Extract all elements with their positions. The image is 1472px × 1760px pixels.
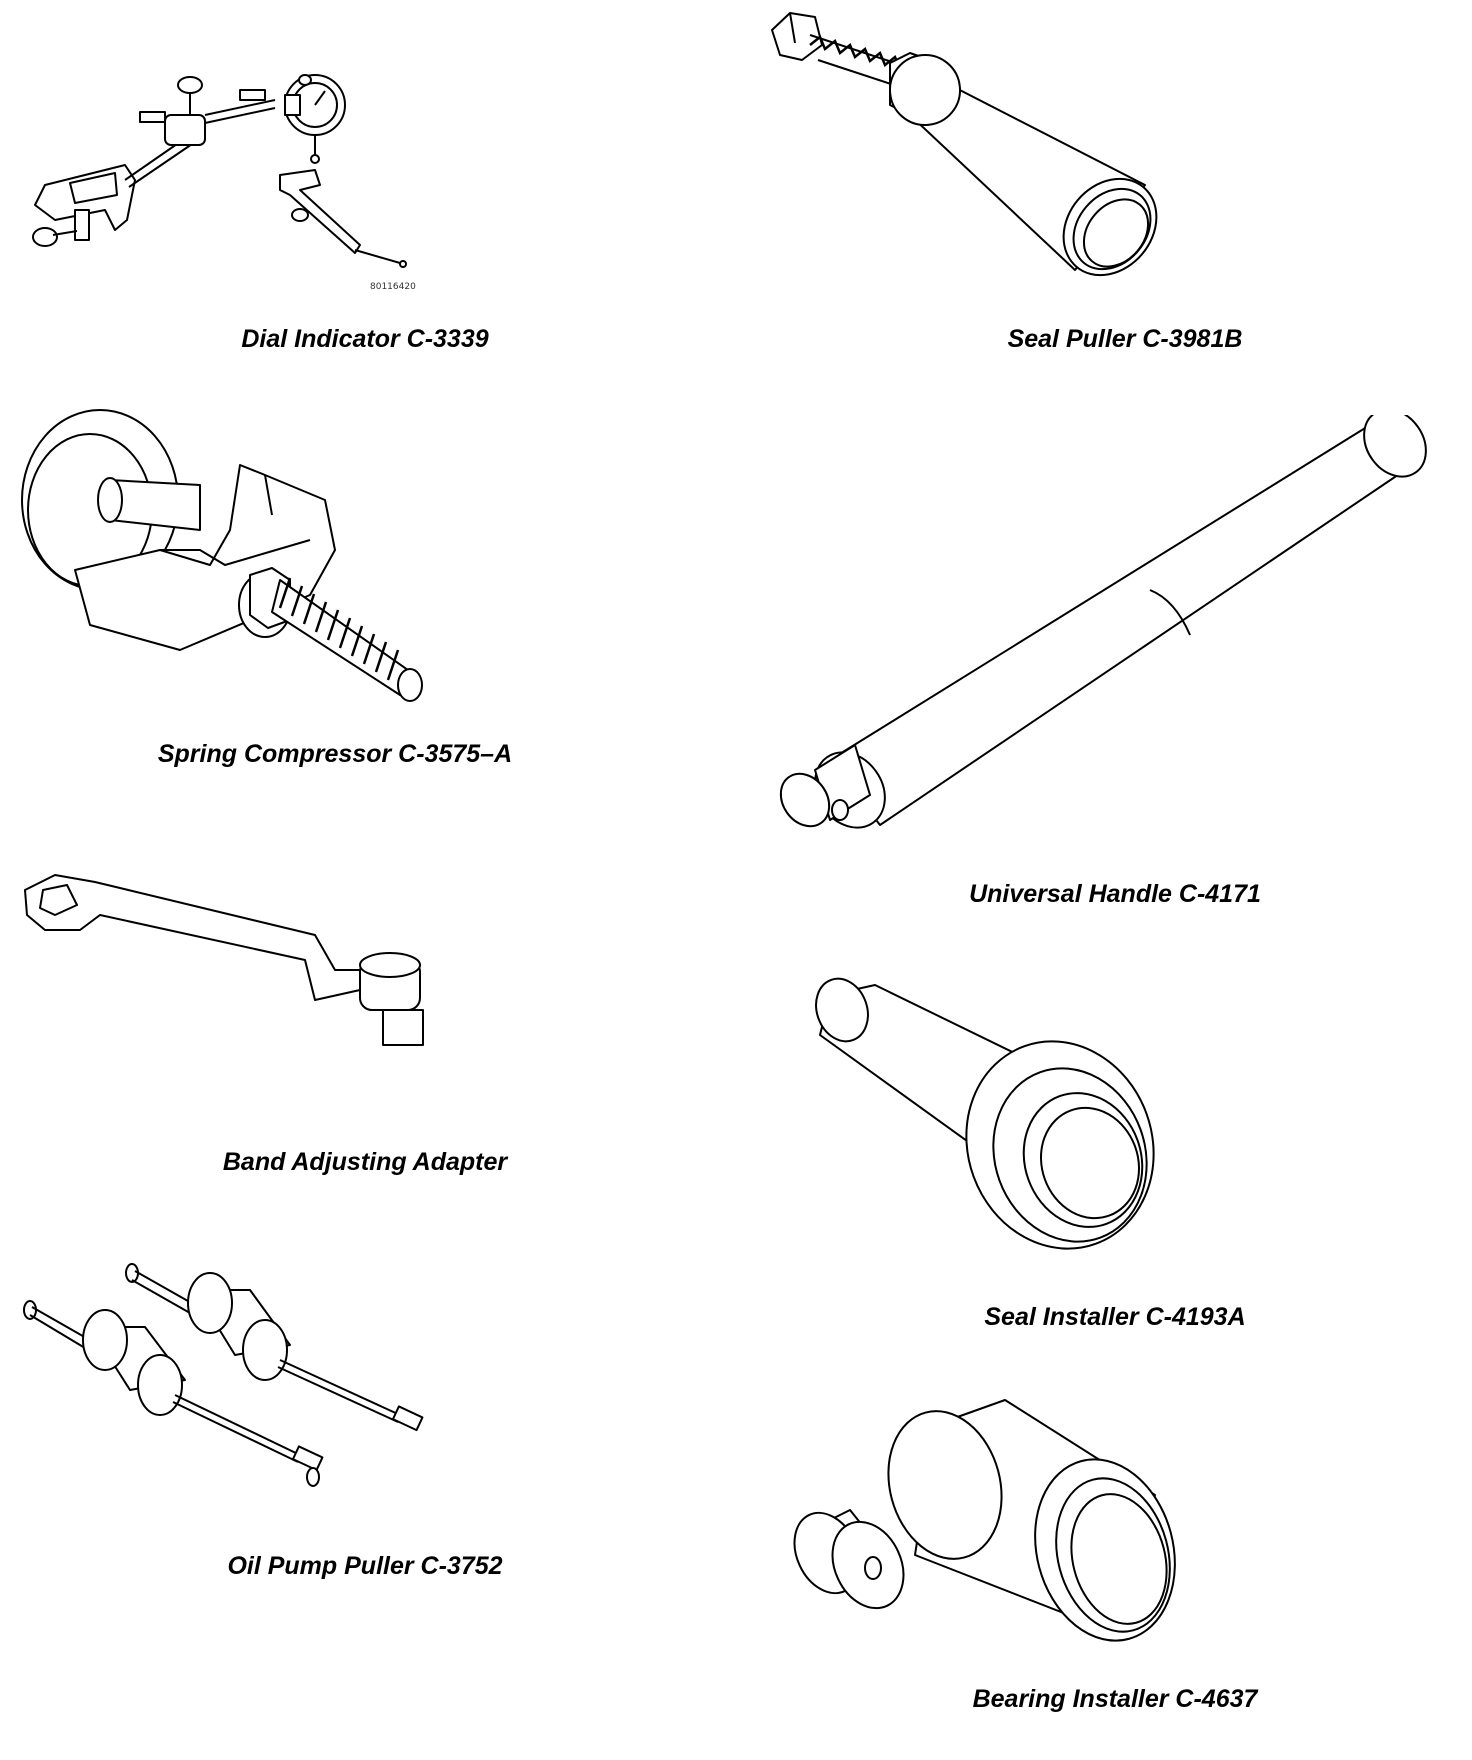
seal-installer-icon (800, 975, 1180, 1265)
bearing-installer-figure (775, 1385, 1195, 1655)
band-adjusting-adapter-icon (15, 860, 445, 1060)
caption-seal-installer: Seal Installer C-4193A (984, 1303, 1246, 1331)
bearing-installer-icon (775, 1385, 1195, 1655)
spring-compressor-figure (10, 400, 440, 710)
caption-oil-pump-puller: Oil Pump Puller C-3752 (227, 1552, 503, 1580)
seal-installer-figure (800, 975, 1180, 1265)
seal-puller-figure (760, 5, 1200, 295)
caption-seal-puller: Seal Puller C-3981B (1007, 325, 1243, 353)
universal-handle-icon (760, 415, 1440, 855)
caption-spring-compressor: Spring Compressor C-3575–A (157, 740, 513, 768)
spring-compressor-icon (10, 400, 440, 710)
caption-dial-indicator: Dial Indicator C-3339 (241, 325, 489, 353)
oil-pump-puller-figure (10, 1255, 440, 1495)
band-adjusting-adapter-figure (15, 860, 445, 1060)
dial-indicator-figure (15, 5, 415, 295)
figure-code: 80116420 (370, 282, 416, 292)
dial-indicator-icon (15, 5, 415, 295)
caption-band-adjusting-adapter: Band Adjusting Adapter (222, 1148, 508, 1176)
oil-pump-puller-icon (10, 1255, 440, 1495)
caption-universal-handle: Universal Handle C-4171 (969, 880, 1261, 908)
seal-puller-icon (760, 5, 1200, 295)
universal-handle-figure (760, 415, 1440, 855)
caption-bearing-installer: Bearing Installer C-4637 (972, 1685, 1258, 1713)
